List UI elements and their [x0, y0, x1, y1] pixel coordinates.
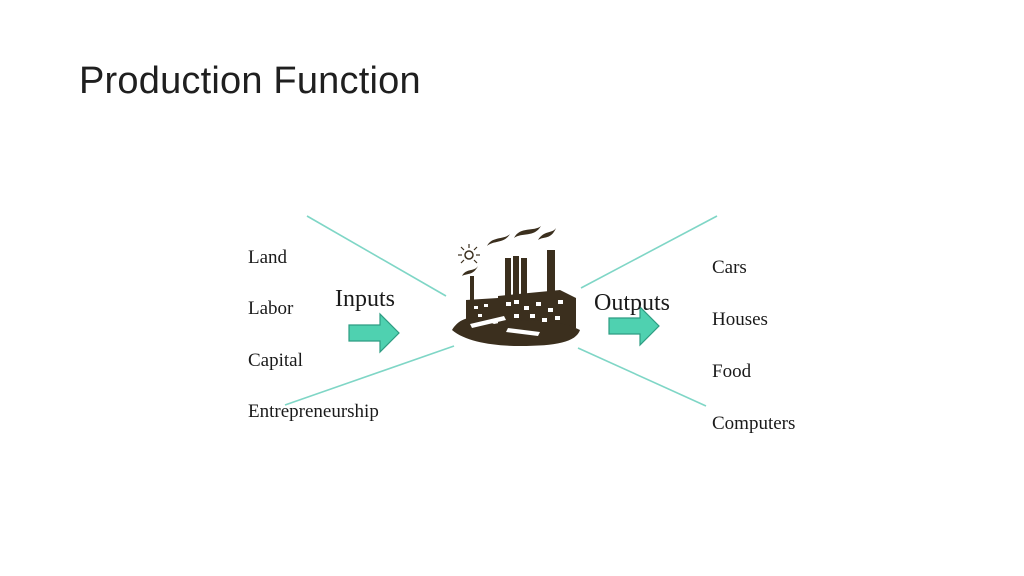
output-item-food: Food	[712, 361, 752, 382]
slide-title: Production Function	[79, 60, 421, 102]
connector-line-output-bottom	[577, 347, 707, 407]
output-item-houses: Houses	[712, 309, 768, 330]
input-item-entrepreneurship: Entrepreneurship	[248, 401, 379, 422]
factory-windows	[470, 300, 563, 336]
connector-line-input-bottom	[284, 345, 455, 406]
factory-icon	[452, 226, 580, 346]
inputs-label: Inputs	[335, 286, 395, 312]
outputs-label: Outputs	[594, 290, 671, 316]
input-item-labor: Labor	[248, 298, 294, 319]
right-arrow-icon	[608, 305, 660, 347]
output-item-cars: Cars	[712, 257, 747, 278]
input-item-capital: Capital	[248, 350, 303, 371]
output-item-computers: Computers	[712, 413, 796, 434]
connector-line-input-top	[306, 215, 447, 297]
input-item-land: Land	[248, 247, 288, 268]
connector-line-output-top	[580, 215, 718, 289]
right-arrow-icon	[348, 312, 400, 354]
